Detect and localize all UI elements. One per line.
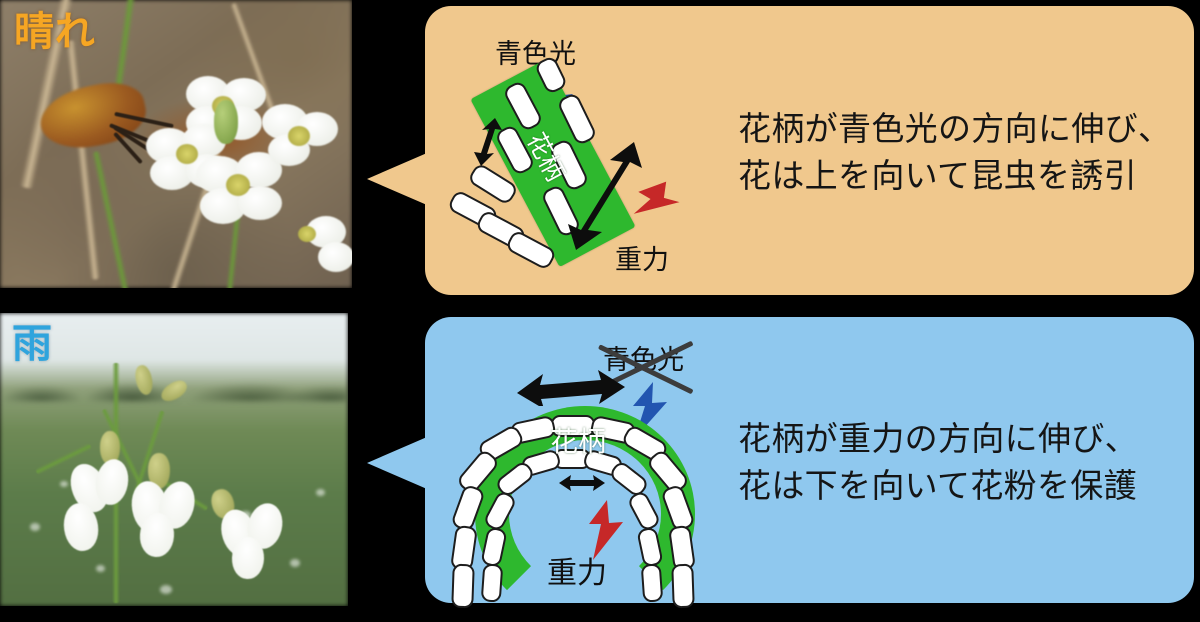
meadow-speck [96, 565, 105, 572]
gravity-label-rain: 重力 [547, 556, 607, 591]
bubble-text-sunny: 花柄が青色光の方向に伸び、 花は上を向いて昆虫を誘引 [738, 109, 1172, 195]
bubble-tail-sunny [367, 153, 427, 205]
flower-petal [318, 242, 352, 272]
meadow-speck [316, 489, 325, 496]
photo-sunny [0, 0, 352, 288]
pedicel-cell [451, 563, 475, 609]
meadow-speck [60, 481, 68, 487]
meadow-speck [160, 585, 172, 594]
gravity-bolt-icon-sunny [633, 181, 680, 214]
short-growth-arrow-sunny [474, 118, 502, 166]
flower-center [288, 126, 310, 146]
photo-rain [0, 313, 348, 606]
flower-bud [148, 453, 170, 489]
pedicel-cell [640, 563, 664, 603]
flower-bud [214, 100, 238, 144]
diagram-sunny: 青色光 花柄 重力 [440, 10, 730, 290]
long-growth-arrow-sunny [568, 142, 642, 250]
pedicel-label-rain: 花柄 [550, 425, 607, 458]
meadow-speck [290, 559, 300, 567]
flower-center [176, 144, 198, 164]
gravity-label-sunny: 重力 [615, 245, 669, 276]
bubble-text-rain: 花柄が重力の方向に伸び、 花は下を向いて花粉を保護 [738, 419, 1138, 505]
gravity-bolt-icon-rain [589, 500, 623, 560]
flower-center [298, 226, 316, 242]
flower-center [226, 174, 250, 196]
diagram-rain: 青色光 花柄 [435, 320, 735, 622]
long-growth-arrow-rain [517, 370, 625, 406]
photo-label-sunny: 晴れ [14, 10, 96, 54]
pedicel-cell [671, 563, 695, 609]
bubble-tail-rain [367, 437, 427, 489]
meadow-speck [30, 523, 40, 531]
photo-label-rain: 雨 [12, 322, 53, 366]
flower-bud [100, 431, 120, 465]
pedicel-cell [480, 563, 504, 603]
short-growth-arrow-rain [559, 475, 605, 491]
